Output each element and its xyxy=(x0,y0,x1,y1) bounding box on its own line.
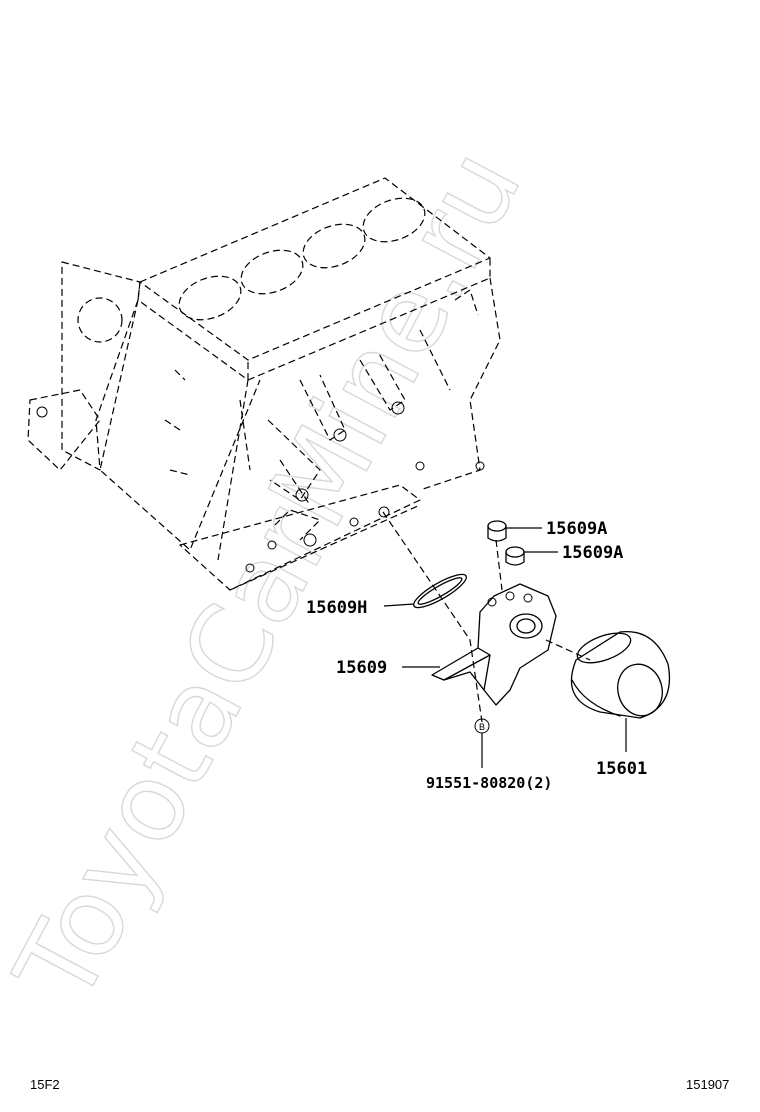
alignment-line-filter xyxy=(545,639,591,661)
alignment-line-union xyxy=(495,539,503,591)
union-15609a-bottom-part xyxy=(505,546,525,566)
union-15609a-top-part xyxy=(487,520,507,542)
engine-block-drawing xyxy=(27,177,501,591)
label-15609a-top: 15609A xyxy=(546,519,607,539)
watermark-text: ToyotaCarMine.ru xyxy=(0,130,546,1023)
oring-15609h-part xyxy=(413,573,467,609)
label-15601: 15601 xyxy=(596,759,647,779)
leader-15609h xyxy=(383,603,415,607)
footer-right-code: 151907 xyxy=(686,1077,729,1092)
label-15609a-bottom: 15609A xyxy=(562,543,623,563)
oil-filter-15601-part xyxy=(570,630,671,719)
alignment-line-bolt xyxy=(382,511,483,723)
bracket-15609-part xyxy=(431,583,557,706)
bolt-symbol-letter: B xyxy=(479,722,485,732)
footer-left-code: 15F2 xyxy=(30,1077,60,1092)
label-15609: 15609 xyxy=(336,658,387,678)
label-15609h: 15609H xyxy=(306,598,367,618)
label-bolt-code: 91551-80820(2) xyxy=(426,774,552,792)
